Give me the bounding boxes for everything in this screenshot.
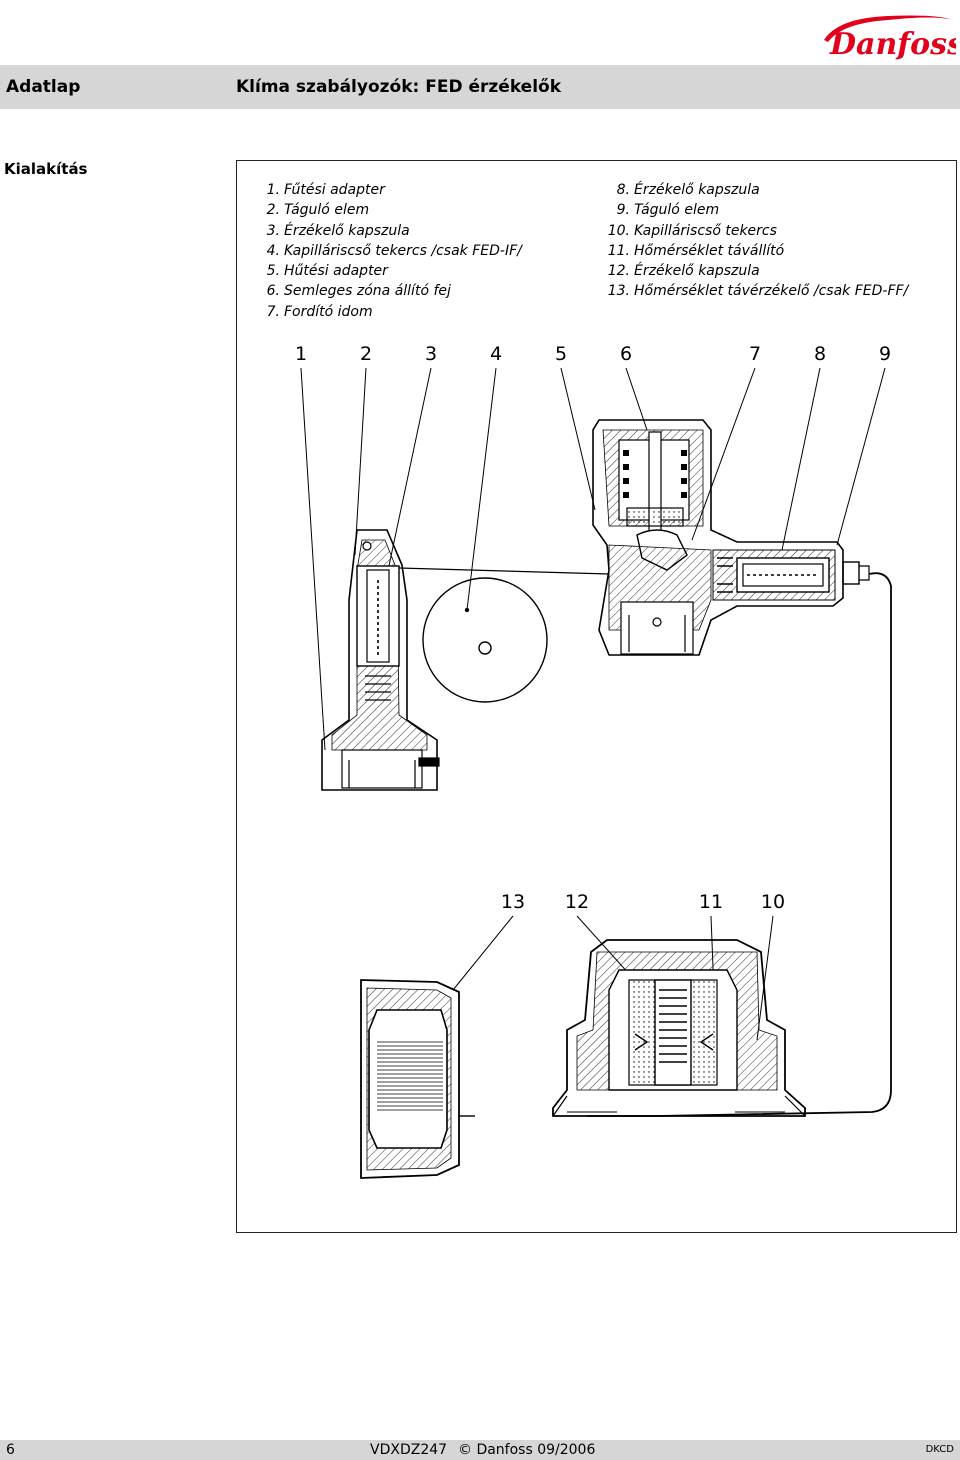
sensor-cross-section-drawing: 1 2 3 4 5 6 7 8 9 — [295, 343, 892, 1179]
document-type: Adatlap — [6, 77, 81, 97]
figure-frame — [236, 160, 957, 1233]
callout-7: 7 — [749, 343, 761, 365]
callout-3: 3 — [425, 343, 437, 365]
section-heading: Kialakítás — [4, 160, 88, 178]
legend-item: 10.Kapilláriscső tekercs — [607, 222, 777, 239]
document-code: VDXDZ247 — [370, 1442, 448, 1458]
language-code: DKCD — [925, 1444, 954, 1455]
callout-10: 10 — [761, 891, 785, 913]
callout-9: 9 — [879, 343, 891, 365]
callout-11: 11 — [699, 891, 723, 913]
legend-item: 6.Semleges zóna állító fej — [266, 283, 451, 300]
legend-item: 11.Hőmérséklet távállító — [607, 242, 785, 259]
header-bar: Adatlap Klíma szabályozók: FED érzékelők — [0, 65, 960, 109]
document-title: Klíma szabályozók: FED érzékelők — [236, 77, 562, 97]
legend-item: 8.Érzékelő kapszula — [616, 182, 760, 198]
legend-item: 1.Fűtési adapter — [266, 182, 385, 198]
legend-left: 1.Fűtési adapter 2.Táguló elem 3.Érzékel… — [258, 180, 522, 322]
legend-item: 3.Érzékelő kapszula — [266, 222, 410, 239]
callout-4: 4 — [490, 343, 502, 365]
callout-5: 5 — [555, 343, 567, 365]
legend-item: 7.Fordító idom — [266, 303, 373, 320]
footer-bar: 6 VDXDZ247 © Danfoss 09/2006 DKCD — [0, 1440, 960, 1460]
legend-item: 2.Táguló elem — [266, 202, 370, 219]
legend-item: 4.Kapilláriscső tekercs /csak FED-IF/ — [266, 242, 522, 259]
legend-right: 8.Érzékelő kapszula 9.Táguló elem 10.Kap… — [598, 180, 909, 302]
callout-2: 2 — [360, 343, 372, 365]
legend-item: 5.Hűtési adapter — [266, 263, 388, 280]
callout-1: 1 — [295, 343, 307, 365]
callout-12: 12 — [565, 891, 589, 913]
page-number: 6 — [6, 1442, 15, 1458]
legend-item: 12.Érzékelő kapszula — [607, 263, 760, 280]
callout-6: 6 — [620, 343, 632, 365]
svg-text:Danfoss: Danfoss — [829, 27, 956, 62]
danfoss-logo: Danfoss — [824, 15, 956, 62]
legend-item: 9.Táguló elem — [616, 202, 720, 219]
legend-item: 13.Hőmérséklet távérzékelő /csak FED-FF/ — [607, 283, 909, 300]
callout-13: 13 — [501, 891, 525, 913]
callout-8: 8 — [814, 343, 826, 365]
copyright: © Danfoss 09/2006 — [458, 1442, 596, 1458]
